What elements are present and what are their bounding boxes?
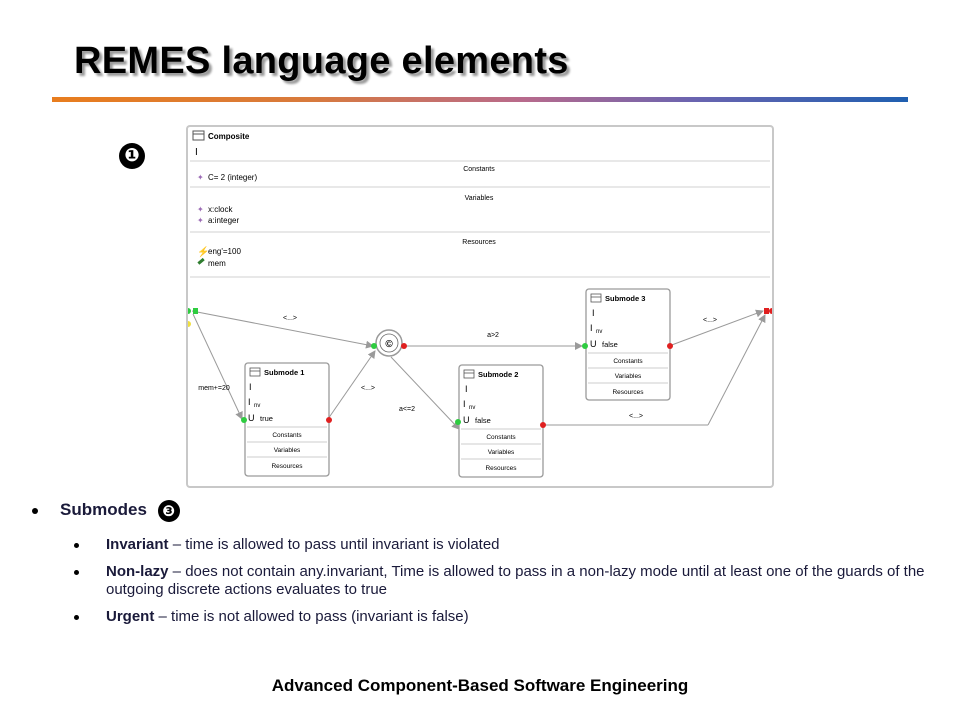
cond-entry-point xyxy=(371,343,377,349)
bullet-nonlazy: Non-lazy – does not contain any.invarian… xyxy=(30,563,930,599)
submode-3: Submode 3 I I nv U false Constants Varia… xyxy=(585,288,671,401)
variable-x: x:clock xyxy=(208,205,233,214)
variable-a: a:integer xyxy=(208,216,239,225)
sub1-exit-point xyxy=(326,417,332,423)
title-divider xyxy=(52,97,908,102)
bullet-dot xyxy=(74,615,79,620)
svg-text:I: I xyxy=(463,399,466,409)
svg-text:nv: nv xyxy=(254,403,260,409)
submode-1-name: Submode 1 xyxy=(264,368,304,377)
edge-label-top: <...> xyxy=(283,315,297,322)
bullet-submodes-label: Submodes xyxy=(60,500,147,519)
bullet-urgent: Urgent – time is not allowed to pass (in… xyxy=(30,608,930,626)
sub1-entry-point xyxy=(241,417,247,423)
attribute-icon: ✦ xyxy=(197,205,204,214)
sub3-exit-point xyxy=(667,343,673,349)
bullet-urgent-term: Urgent xyxy=(106,608,155,625)
svg-text:I: I xyxy=(248,397,251,407)
conditional-connector: © xyxy=(375,329,403,357)
svg-text:I: I xyxy=(465,384,468,394)
submode-1: Submode 1 I I nv U true Constants Variab… xyxy=(244,362,330,477)
submode-2-urgent: false xyxy=(475,416,491,425)
edge-label-sub3-exit: <...> xyxy=(703,317,717,324)
bullet-submodes: Submodes ❸ xyxy=(30,496,930,526)
cond-exit-point xyxy=(401,343,407,349)
bullet-nonlazy-term: Non-lazy xyxy=(106,563,169,580)
svg-text:nv: nv xyxy=(596,329,602,335)
edge-label-sub1-cond: <...> xyxy=(361,385,375,392)
svg-text:©: © xyxy=(385,339,393,350)
svg-text:Constants: Constants xyxy=(272,432,302,439)
submode-2: Submode 2 I I nv U false Constants Varia… xyxy=(458,364,544,478)
edge-label-cond-sub3: a>2 xyxy=(487,332,499,339)
submode-3-name: Submode 3 xyxy=(605,294,645,303)
submode-2-name: Submode 2 xyxy=(478,370,518,379)
attribute-icon: ✦ xyxy=(197,173,204,182)
svg-text:U: U xyxy=(248,413,255,423)
svg-text:I: I xyxy=(590,323,593,333)
composite-name: Composite xyxy=(208,132,250,141)
edge-label-entry: mem+=20 xyxy=(198,385,230,392)
sub2-exit-point xyxy=(540,422,546,428)
composite-entry-marker xyxy=(193,308,198,314)
sub3-entry-point xyxy=(582,343,588,349)
resource-energy: eng'=100 xyxy=(208,247,241,256)
bullet-invariant: Invariant – time is allowed to pass unti… xyxy=(30,536,930,554)
bullet-invariant-term: Invariant xyxy=(106,536,169,553)
edge-label-cond-sub2: a<=2 xyxy=(399,406,415,413)
attribute-icon: ✦ xyxy=(197,216,204,225)
composite-entry-point xyxy=(185,308,191,314)
composite-invariant-symbol: I xyxy=(195,147,198,158)
composite-header: Composite I xyxy=(192,130,250,158)
footer: Advanced Component-Based Software Engine… xyxy=(271,676,689,695)
bullet-nonlazy-text: – does not contain any.invariant, Time i… xyxy=(106,563,925,598)
svg-text:I: I xyxy=(592,308,595,318)
sub2-entry-point xyxy=(455,419,461,425)
svg-text:Variables: Variables xyxy=(615,373,642,380)
submode-3-urgent: false xyxy=(602,340,618,349)
bullet-invariant-text: – time is allowed to pass until invarian… xyxy=(168,536,500,553)
svg-text:Resources: Resources xyxy=(612,389,644,396)
svg-text:Variables: Variables xyxy=(274,447,301,454)
svg-text:Constants: Constants xyxy=(486,434,516,441)
bullet-dot xyxy=(32,508,38,514)
svg-text:Constants: Constants xyxy=(613,358,643,365)
resource-mem: mem xyxy=(208,259,226,268)
submode-1-urgent: true xyxy=(260,414,273,423)
svg-text:U: U xyxy=(463,415,470,425)
badge-one: ❶ xyxy=(119,143,145,169)
svg-text:Resources: Resources xyxy=(271,463,303,470)
composite-exit-marker xyxy=(764,308,769,314)
bullet-list: Submodes ❸ Invariant – time is allowed t… xyxy=(30,496,930,626)
bullet-urgent-text: – time is not allowed to pass (invariant… xyxy=(154,608,469,625)
composite-variables-title: Variables xyxy=(465,195,494,202)
composite-init-point xyxy=(185,321,191,327)
bullet-submodes-badge: ❸ xyxy=(157,499,180,522)
composite-exit-point xyxy=(769,308,775,314)
svg-text:Resources: Resources xyxy=(485,465,517,472)
page-title: REMES language elements xyxy=(74,40,569,82)
lightning-icon: ⚡ xyxy=(197,245,209,258)
composite-resources-title: Resources xyxy=(462,239,496,246)
remes-diagram: Composite I Constants Variables Resource… xyxy=(185,125,775,488)
svg-text:nv: nv xyxy=(469,405,475,411)
diagram-canvas: Composite I Constants Variables Resource… xyxy=(185,130,775,478)
svg-text:U: U xyxy=(590,339,597,349)
edge-label-sub2-exit: <...> xyxy=(629,413,643,420)
constant-c: C= 2 (integer) xyxy=(208,173,257,182)
memory-icon xyxy=(197,257,205,265)
composite-constants-title: Constants xyxy=(463,166,495,173)
bullet-dot xyxy=(74,570,79,575)
svg-text:I: I xyxy=(249,382,252,392)
bullet-dot xyxy=(74,543,79,548)
svg-text:Variables: Variables xyxy=(488,449,515,456)
